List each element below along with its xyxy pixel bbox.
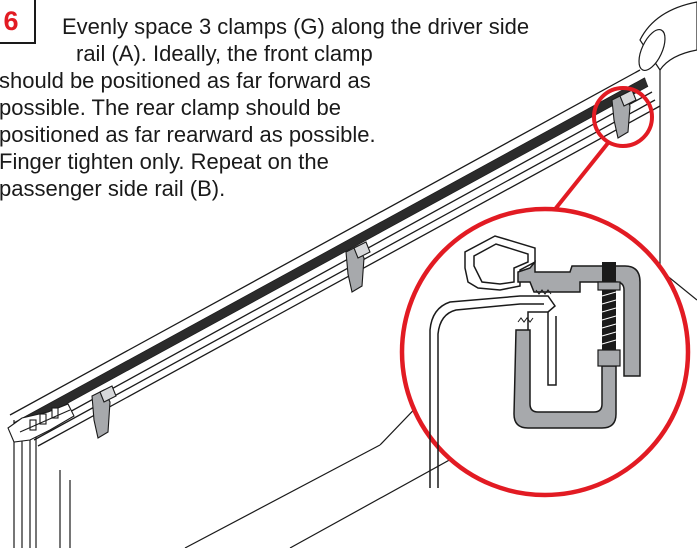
instruction-line: rail (A). Ideally, the front clamp: [76, 41, 373, 66]
instruction-text: Evenly space 3 clamps (G) along the driv…: [0, 13, 619, 202]
step-number-box: 6: [0, 0, 36, 44]
instruction-line: possible. The rear clamp should be: [0, 95, 342, 120]
instruction-line: should be positioned as far forward as: [0, 68, 371, 93]
instruction-line: Finger tighten only. Repeat on the: [0, 149, 329, 174]
clamp-middle: [345, 241, 371, 293]
clamp-front: [91, 385, 117, 439]
callout-circle-small: [592, 86, 654, 148]
instruction-line: positioned as far rearward as possible.: [0, 122, 376, 147]
clamp-bolt: [597, 262, 621, 367]
rail-channel-dark: [14, 78, 648, 430]
detail-view: [399, 206, 691, 498]
instruction-line: passenger side rail (B).: [0, 176, 226, 201]
clamp-rear: [611, 89, 637, 139]
instruction-line: Evenly space 3 clamps (G) along the driv…: [62, 14, 530, 39]
rail-end-cap: [7, 403, 75, 443]
rear-end-cylinder: [638, 1, 697, 72]
step-number: 6: [3, 5, 19, 36]
